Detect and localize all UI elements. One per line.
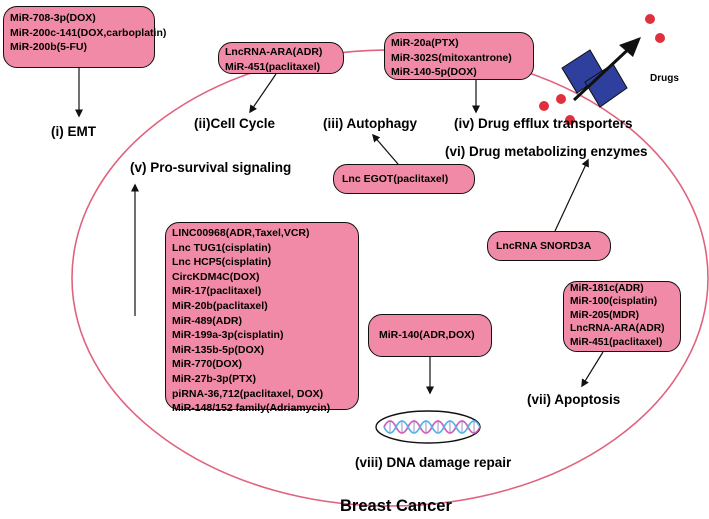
- metabolizing-item: LncRNA SNORD3A: [496, 240, 592, 252]
- apoptosis-item: MiR-205(MDR): [570, 309, 640, 321]
- arrow-cell-cycle: [249, 73, 277, 114]
- pro-survival-item: MiR-489(ADR): [172, 314, 243, 327]
- pro-survival-item: MiR-27b-3p(PTX): [172, 372, 256, 385]
- pro-survival-item: LINC00968(ADR,Taxel,VCR): [172, 227, 310, 239]
- autophagy-box: Lnc EGOT(paclitaxel): [333, 164, 475, 194]
- cell-cycle-label: (ii)Cell Cycle: [194, 116, 276, 131]
- dna-repair-label: (viii) DNA damage repair: [355, 455, 512, 470]
- autophagy-item: Lnc EGOT(paclitaxel): [342, 173, 449, 185]
- emt-label: (i) EMT: [51, 124, 96, 139]
- efflux-item: MiR-302S(mitoxantrone): [391, 51, 512, 64]
- pro-survival-item: MiR-148/152 family(Adriamycin): [172, 402, 331, 415]
- emt-item: MiR-708-3p(DOX): [10, 12, 96, 24]
- efflux-label: (iv) Drug efflux transporters: [454, 116, 633, 131]
- efflux-item: MiR-140-5p(DOX): [391, 66, 477, 79]
- apoptosis-box: MiR-181c(ADR) MiR-100(cisplatin) MiR-205…: [563, 281, 681, 352]
- emt-item: MiR-200b(5-FU): [10, 41, 88, 54]
- pro-survival-box: LINC00968(ADR,Taxel,VCR) Lnc TUG1(cispla…: [165, 222, 359, 414]
- pro-survival-item: MiR-20b(paclitaxel): [172, 299, 268, 312]
- efflux-box: MiR-20a(PTX) MiR-302S(mitoxantrone) MiR-…: [384, 32, 534, 80]
- pro-survival-item: MiR-199a-3p(cisplatin): [172, 329, 284, 342]
- apoptosis-item: MiR-100(cisplatin): [570, 296, 658, 308]
- metabolizing-box: LncRNA SNORD3A: [487, 231, 611, 261]
- pro-survival-item: MiR-770(DOX): [172, 358, 243, 371]
- pro-survival-item: Lnc HCP5(cisplatin): [172, 256, 272, 269]
- apoptosis-label: (vii) Apoptosis: [527, 392, 621, 407]
- pro-survival-item: CircKDM4C(DOX): [172, 270, 260, 283]
- cell-cycle-item: MiR-451(paclitaxel): [225, 60, 321, 73]
- dna-repair-item: MiR-140(ADR,DOX): [379, 329, 475, 341]
- drug-efflux-pump-icon: [539, 14, 665, 125]
- metabolizing-label: (vi) Drug metabolizing enzymes: [445, 144, 648, 159]
- cell-cycle-box: LncRNA-ARA(ADR) MiR-451(paclitaxel): [218, 42, 344, 74]
- cell-cycle-item: LncRNA-ARA(ADR): [225, 46, 323, 58]
- pro-survival-label: (v) Pro-survival signaling: [130, 160, 292, 175]
- drugs-label: Drugs: [650, 73, 679, 84]
- apoptosis-item: MiR-181c(ADR): [570, 283, 644, 294]
- arrow-apoptosis: [581, 351, 604, 388]
- dna-helix-icon: [375, 410, 481, 444]
- pro-survival-item: MiR-135b-5p(DOX): [172, 343, 265, 356]
- arrow-autophagy: [372, 133, 399, 165]
- efflux-item: MiR-20a(PTX): [391, 37, 459, 49]
- apoptosis-item: MiR-451(paclitaxel): [570, 336, 663, 348]
- pro-survival-item: piRNA-36,712(paclitaxel, DOX): [172, 387, 324, 400]
- emt-item: MiR-200c-141(DOX,carboplatin): [10, 26, 167, 39]
- pro-survival-item: MiR-17(paclitaxel): [172, 285, 262, 298]
- pro-survival-item: Lnc TUG1(cisplatin): [172, 241, 272, 254]
- apoptosis-item: LncRNA-ARA(ADR): [570, 323, 665, 335]
- arrow-metabolizing: [554, 158, 589, 232]
- autophagy-label: (iii) Autophagy: [323, 116, 417, 131]
- diagram-title: Breast Cancer: [340, 497, 452, 515]
- emt-box: MiR-708-3p(DOX) MiR-200c-141(DOX,carbopl…: [3, 6, 167, 68]
- dna-repair-box: MiR-140(ADR,DOX): [368, 314, 492, 357]
